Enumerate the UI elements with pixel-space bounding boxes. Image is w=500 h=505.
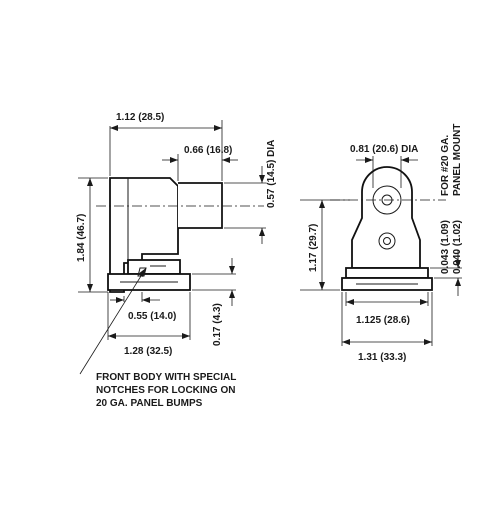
note-leader bbox=[79, 267, 147, 375]
front-rivet-inner bbox=[383, 237, 391, 245]
side-body-outline bbox=[109, 177, 179, 293]
side-notch bbox=[137, 267, 147, 277]
dim-overall-width-front: 1.31 (33.3) bbox=[358, 352, 406, 363]
dim-gap-2: 0.040 (1.02) bbox=[452, 220, 463, 274]
note-line-1: FRONT BODY WITH SPECIAL bbox=[96, 372, 236, 383]
dim-base-width: 1.28 (32.5) bbox=[124, 346, 172, 357]
front-view: 0.81 (20.6) DIA 1.17 (29.7) 0.043 (1.09)… bbox=[300, 124, 463, 363]
dim-base-height: 0.17 (4.3) bbox=[212, 303, 223, 346]
dim-pin-dia: 0.57 (14.5) DIA bbox=[266, 140, 277, 208]
dim-overall-width: 1.12 (28.5) bbox=[116, 112, 164, 123]
dim-inner-width: 1.125 (28.6) bbox=[356, 315, 410, 326]
front-ear bbox=[351, 166, 421, 269]
dim-side-height: 1.84 (46.7) bbox=[76, 214, 87, 262]
side-pin bbox=[178, 182, 223, 229]
side-lower-flange bbox=[127, 259, 181, 275]
dim-gap-1: 0.043 (1.09) bbox=[440, 220, 451, 274]
dim-hole-dia: 0.81 (20.6) DIA bbox=[350, 144, 418, 155]
dim-lower-width: 0.55 (14.0) bbox=[128, 311, 176, 322]
front-rivet-outer bbox=[378, 232, 396, 250]
note-line-2: NOTCHES FOR LOCKING ON bbox=[96, 385, 235, 396]
panel-note-2: PANEL MOUNT bbox=[452, 124, 463, 196]
dim-front-height: 1.17 (29.7) bbox=[308, 224, 319, 272]
dim-pin-length: 0.66 (16.8) bbox=[184, 145, 232, 156]
note-line-3: 20 GA. PANEL BUMPS bbox=[96, 398, 203, 409]
front-base-top bbox=[345, 267, 429, 279]
panel-note-1: FOR #20 GA. bbox=[440, 135, 451, 196]
side-view: 1.12 (28.5) 0.66 (16.8) 0.57 (14.5) DIA … bbox=[76, 112, 277, 409]
